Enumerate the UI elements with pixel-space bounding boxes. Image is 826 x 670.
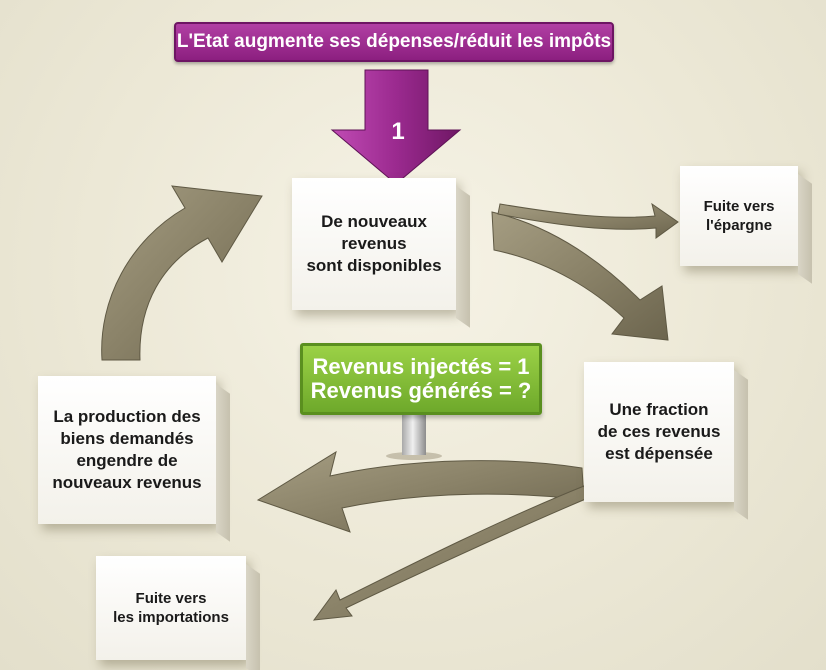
box-spent-fraction-text: Une fraction de ces revenus est dépensée (597, 399, 721, 464)
leak-arrow-savings (497, 202, 679, 239)
leak-arrow-imports (312, 485, 589, 621)
box-savings-leak: Fuite vers l'épargne (680, 166, 798, 266)
policy-banner: L'Etat augmente ses dépenses/réduit les … (174, 22, 614, 62)
cycle-arrow-right (491, 211, 669, 341)
box-spent-fraction: Une fraction de ces revenus est dépensée (584, 362, 734, 502)
sign-shadow (386, 452, 442, 460)
box-savings-leak-text: Fuite vers l'épargne (703, 197, 775, 235)
box-new-income-text: De nouveaux revenus sont disponibles (306, 211, 442, 276)
sign-line-generated: Revenus générés = ? (310, 378, 532, 403)
injection-number: 1 (391, 118, 405, 145)
policy-banner-text: L'Etat augmente ses dépenses/réduit les … (176, 31, 612, 52)
box-production: La production des biens demandés engendr… (38, 376, 216, 524)
box-production-text: La production des biens demandés engendr… (52, 406, 202, 493)
cycle-arrow-left (101, 185, 263, 361)
multiplier-sign: Revenus injectés = 1 Revenus générés = ? (300, 343, 542, 415)
injection-arrow (330, 69, 462, 185)
sign-post (402, 409, 426, 455)
sign-line-injected: Revenus injectés = 1 (312, 353, 530, 379)
box-new-income: De nouveaux revenus sont disponibles (292, 178, 456, 310)
box-imports-leak-text: Fuite vers les importations (113, 589, 229, 627)
box-imports-leak: Fuite vers les importations (96, 556, 246, 660)
cycle-arrow-bottom (256, 450, 585, 533)
